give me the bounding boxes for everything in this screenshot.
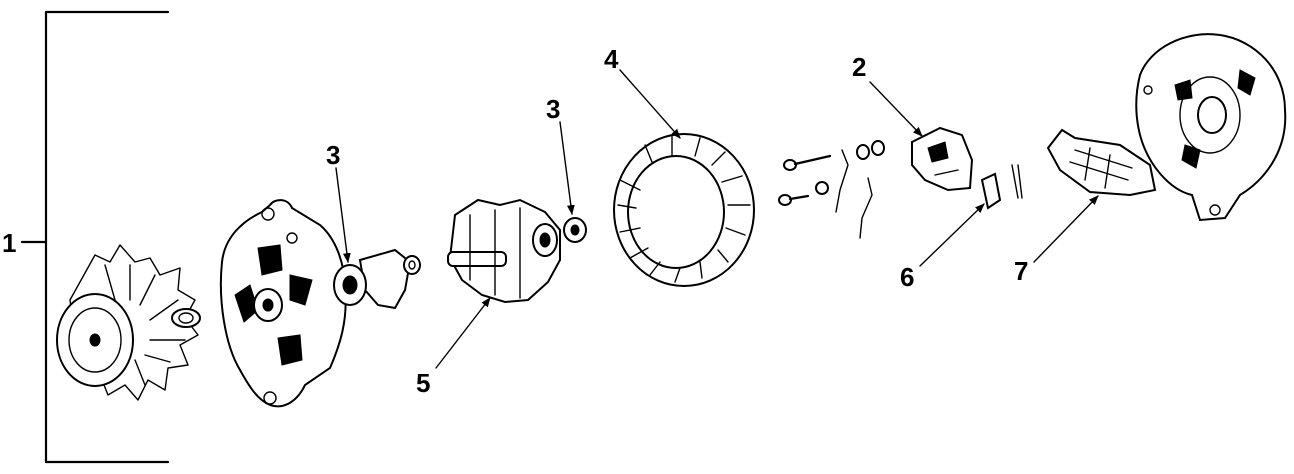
brush-holder-part <box>911 126 974 192</box>
leader-5 <box>435 297 491 369</box>
rear-housing-part <box>1135 33 1287 222</box>
leader-3a <box>335 167 351 263</box>
callout-2: 2 <box>852 52 866 82</box>
rotor-part <box>447 198 587 304</box>
callout-5: 5 <box>416 368 430 398</box>
callout-6: 6 <box>900 262 914 292</box>
front-bearing-part <box>333 248 421 310</box>
leader-2 <box>869 81 923 137</box>
callout-3-right: 3 <box>546 94 560 124</box>
pulley-fan-part <box>56 244 201 401</box>
leader-4 <box>619 69 681 139</box>
stator-part <box>613 133 755 287</box>
clip-part <box>980 164 1023 210</box>
callout-7: 7 <box>1014 256 1028 286</box>
callout-1: 1 <box>2 228 16 258</box>
bolts-hardware-part <box>778 140 885 239</box>
callout-labels: 1 2 3 3 4 5 6 7 <box>2 44 1028 398</box>
leader-6 <box>919 203 985 267</box>
drive-end-housing-part <box>219 199 347 408</box>
leader-7 <box>1033 195 1099 263</box>
leader-3b <box>559 121 575 215</box>
callout-3-left: 3 <box>326 140 340 170</box>
assembly-bracket <box>20 10 170 464</box>
leader-lines <box>335 69 1099 369</box>
callout-4: 4 <box>604 44 619 74</box>
rectifier-part <box>1046 128 1157 197</box>
